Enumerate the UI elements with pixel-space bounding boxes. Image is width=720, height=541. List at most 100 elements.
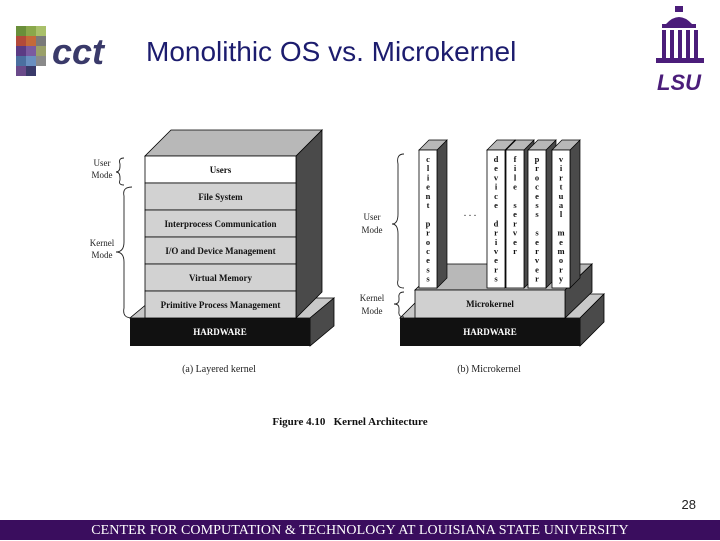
micro-column-letter: d [494, 154, 499, 164]
layered-user-bracket [115, 157, 125, 186]
layer-0-label: Users [210, 165, 232, 175]
micro-column-letter: m [557, 228, 564, 238]
layer-2-block [144, 209, 297, 238]
slide-title: Monolithic OS vs. Microkernel [146, 36, 517, 67]
micro-column-side [569, 139, 581, 289]
micro-column-device-drivers [486, 149, 506, 289]
layered-hardware-label: HARDWARE [193, 327, 247, 337]
micro-column-letter: r [513, 218, 517, 228]
micro-column-letter: e [535, 237, 539, 247]
micro-column-letter: r [494, 228, 498, 238]
micro-column-letter: o [559, 255, 563, 265]
micro-column-letter: r [535, 163, 539, 173]
micro-column-letter: v [494, 246, 499, 256]
micro-column-letter: u [559, 191, 564, 201]
micro-column-letter: f [514, 154, 517, 164]
microkernel-block [414, 289, 566, 319]
micro-column-letter: s [494, 274, 498, 284]
micro-column-letter: c [535, 182, 539, 192]
footer-text: CENTER FOR COMPUTATION & TECHNOLOGY AT L… [91, 523, 629, 538]
layered-kernel-bracket [115, 186, 133, 319]
micro-column-letter: e [535, 264, 539, 274]
micro-column-letter: t [427, 200, 430, 210]
micro-kernel-bracket [393, 291, 405, 318]
micro-column-client-process [418, 149, 438, 289]
svg-text:LSU: LSU [657, 70, 702, 94]
svg-text:cct: cct [52, 31, 106, 72]
micro-column-letter: l [514, 172, 517, 182]
micro-ellipsis: . . . [464, 208, 477, 219]
micro-column-letter: m [557, 246, 564, 256]
micro-column-letter: o [426, 237, 430, 247]
layered-user-mode-label-2: Mode [92, 170, 113, 180]
micro-column-virtual-memory [551, 149, 571, 289]
micro-column-letter: a [559, 200, 564, 210]
micro-column-letter: r [559, 172, 563, 182]
micro-column-letter: c [426, 246, 430, 256]
micro-column-letter: s [535, 200, 539, 210]
micro-caption: (b) Microkernel [457, 364, 521, 375]
micro-column-letter: d [494, 218, 499, 228]
micro-column-letter: s [426, 274, 430, 284]
micro-column-letter: o [535, 172, 539, 182]
micro-column-letter: l [427, 163, 430, 173]
micro-column-letter: v [535, 255, 540, 265]
layer-3-label: I/O and Device Management [165, 246, 275, 256]
micro-column-letter: i [427, 172, 430, 182]
micro-hardware-label: HARDWARE [463, 327, 517, 337]
micro-user-mode-label-1: User [364, 212, 381, 222]
micro-column-letter: r [535, 246, 539, 256]
micro-column-letter: v [559, 154, 564, 164]
layer-1-label: File System [198, 192, 243, 202]
layered-caption: (a) Layered kernel [182, 364, 256, 375]
micro-column-letter: e [494, 163, 498, 173]
micro-column-letter: e [426, 182, 430, 192]
footer-bar: CENTER FOR COMPUTATION & TECHNOLOGY AT L… [0, 520, 720, 540]
layer-0-block [144, 155, 297, 184]
layered-kernel-mode-label-2: Mode [92, 250, 113, 260]
lsu-logo: LSU [656, 6, 704, 94]
micro-column-letter: i [495, 237, 498, 247]
micro-column-letter: t [560, 182, 563, 192]
micro-column-letter: p [426, 218, 431, 228]
layered-hardware-block [130, 318, 310, 346]
micro-kernel-mode-label-2: Mode [362, 306, 383, 316]
micro-column-letter: i [514, 163, 517, 173]
micro-user-mode-label-2: Mode [362, 225, 383, 235]
micro-column-letter: r [513, 246, 517, 256]
micro-column-letter: s [535, 228, 539, 238]
microkernel-label: Microkernel [466, 299, 514, 309]
micro-column-letter: e [494, 255, 498, 265]
layered-user-mode-label-1: User [94, 158, 111, 168]
micro-column-file-server [505, 149, 525, 289]
micro-column-letter: e [494, 200, 498, 210]
layer-1-block [144, 182, 297, 211]
micro-column-letter: y [559, 274, 564, 284]
layer-5-label: Primitive Process Management [161, 300, 281, 310]
layered-kernel-mode-label-1: Kernel [90, 238, 115, 248]
micro-column-letter: v [494, 172, 499, 182]
micro-column-letter: i [560, 163, 563, 173]
micro-column-letter: c [426, 154, 430, 164]
micro-column-letter: r [535, 274, 539, 284]
cct-logo: cct [16, 26, 106, 76]
micro-column-letter: r [494, 264, 498, 274]
micro-column-letter: e [535, 191, 539, 201]
layer-3-block [144, 236, 297, 265]
micro-user-bracket [391, 153, 405, 289]
micro-column-letter: e [513, 182, 517, 192]
micro-hardware-block [400, 318, 580, 346]
micro-column-letter: s [535, 209, 539, 219]
page-number: 28 [681, 497, 696, 512]
micro-column-letter: l [560, 209, 563, 219]
micro-column-letter: v [513, 228, 518, 238]
micro-column-process-server [527, 149, 547, 289]
layer-2-label: Interprocess Communication [164, 219, 276, 229]
micro-column-letter: e [559, 237, 563, 247]
layer-4-block [144, 263, 297, 292]
micro-column-letter: e [513, 237, 517, 247]
micro-column-letter: s [426, 264, 430, 274]
micro-column-letter: i [495, 182, 498, 192]
micro-column-letter: r [559, 264, 563, 274]
